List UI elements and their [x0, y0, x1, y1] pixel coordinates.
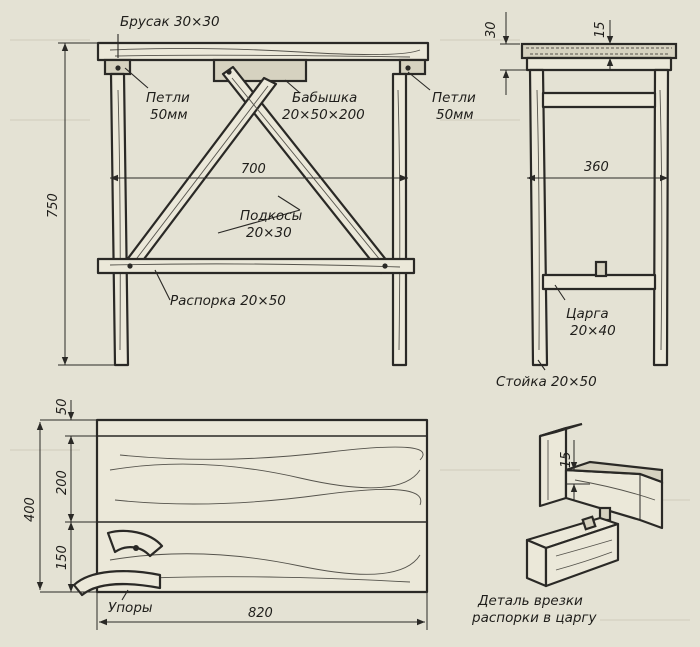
label-upory: Упоры — [108, 600, 153, 616]
side-leg-left — [528, 68, 549, 367]
dim-front-height: 750 — [46, 193, 61, 218]
front-rasporka — [96, 257, 416, 275]
joint-detail — [525, 422, 664, 588]
side-upper-carga — [541, 91, 657, 109]
label-carga-1: Царга — [566, 306, 609, 322]
label-detail-2: распорки в царгу — [471, 610, 598, 626]
dim-plan-150: 150 — [55, 545, 70, 570]
label-babyshka-2: 20×50×200 — [282, 107, 365, 123]
side-lower-carga — [541, 273, 657, 291]
label-stoika: Стойка 20×50 — [496, 374, 597, 390]
label-rasporka: Распорка 20×50 — [170, 293, 286, 309]
dim-plan-50: 50 — [55, 398, 70, 415]
dim-side-top: 30 — [484, 21, 499, 38]
dim-plan-200: 200 — [55, 470, 70, 495]
front-view — [58, 34, 431, 367]
side-top-board — [520, 42, 678, 60]
label-podkosy-2: 20×30 — [246, 225, 292, 241]
detail-carga-top — [565, 460, 664, 484]
dim-detail-15: 15 — [559, 451, 574, 468]
dim-side-width: 360 — [584, 160, 609, 175]
dim-plan-400: 400 — [23, 497, 38, 522]
plan-board — [95, 418, 429, 594]
upor-bottom — [72, 570, 162, 597]
label-petli-right-2: 50мм — [436, 107, 474, 123]
plan-view — [36, 400, 429, 630]
dim-side-thickness: 15 — [593, 21, 608, 38]
side-view — [500, 12, 678, 371]
side-top-rail — [525, 56, 673, 72]
label-petli-left-1: Петли — [146, 90, 190, 106]
front-leg-left — [109, 72, 130, 367]
label-petli-left-2: 50мм — [150, 107, 188, 123]
label-podkosy-1: Подкосы — [240, 208, 303, 224]
upor-top — [106, 529, 164, 558]
label-detail-1: Деталь врезки — [477, 593, 583, 609]
label-babyshka-1: Бабышка — [292, 90, 357, 106]
carga-slot — [594, 260, 608, 278]
dim-plan-820: 820 — [248, 606, 273, 621]
label-carga-2: 20×40 — [570, 323, 616, 339]
label-brusok: Брусак 30×30 — [120, 14, 220, 30]
label-petli-right-1: Петли — [432, 90, 476, 106]
detail-rasporka-end — [525, 538, 548, 588]
side-leg-right — [652, 68, 670, 367]
dim-front-width: 700 — [241, 162, 266, 177]
detail-stoika-top — [539, 422, 583, 438]
front-top-board — [96, 41, 430, 62]
detail-carga — [564, 468, 664, 530]
front-bar-right — [398, 58, 427, 76]
detail-rasporka-side — [544, 522, 620, 588]
